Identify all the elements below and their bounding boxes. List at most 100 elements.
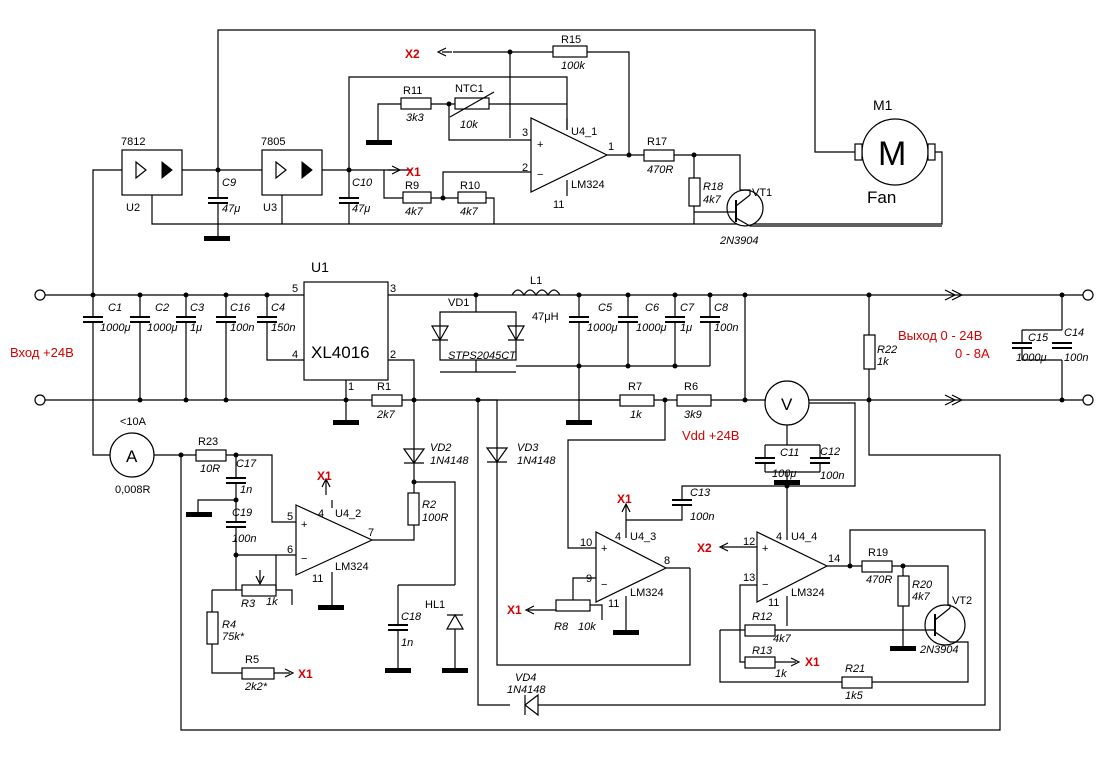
x1-label: X1 — [507, 603, 522, 617]
vd3-ref: VD3 — [517, 442, 539, 454]
pin-label: 11 — [768, 597, 779, 609]
c12-ref: C12 — [820, 446, 840, 458]
c6-ref: C6 — [645, 302, 660, 314]
diode-vd2 — [402, 448, 426, 465]
pin-label: 2 — [522, 162, 528, 174]
ntc-ref: NTC1 — [455, 83, 484, 95]
c6-val: 1000μ — [636, 322, 667, 334]
resistor-r19 — [861, 560, 893, 573]
c7-ref: C7 — [680, 302, 695, 314]
x1-label: X1 — [317, 469, 332, 483]
vd2-ref: VD2 — [430, 442, 451, 454]
plus-sign: + — [762, 543, 768, 555]
labels: 7812 U2 7805 U3 U1 XL4016 5 4 3 2 1 M1 M… — [10, 34, 1088, 702]
r20-ref: R20 — [912, 579, 933, 591]
c1-val: 1000μ — [100, 322, 131, 334]
opamp-u4-3 — [595, 531, 668, 603]
r5-ref: R5 — [245, 654, 259, 666]
wire-fan-supply — [217, 29, 858, 168]
opamp-part-label: LM324 — [335, 561, 369, 573]
opamp-u4-2 — [295, 504, 374, 576]
r12-val: 4k7 — [773, 633, 792, 645]
diode-vd3 — [485, 447, 509, 464]
r17-ref: R17 — [647, 136, 667, 148]
u1-chip-label: XL4016 — [311, 343, 370, 362]
vd1-part: STPS2045CT — [448, 350, 517, 362]
c9-val: 47μ — [222, 203, 240, 215]
r22-ref: R22 — [877, 344, 897, 356]
c8-val: 100n — [714, 322, 738, 334]
r15-ref: R15 — [561, 34, 581, 46]
input-capacitors — [83, 292, 304, 403]
c2-ref: C2 — [155, 302, 169, 314]
vd1-ref: VD1 — [448, 297, 469, 309]
resistor-r21 — [841, 676, 873, 689]
x1-label: X1 — [805, 655, 820, 669]
r18-val: 4k7 — [703, 194, 722, 206]
c17-val: 1n — [240, 484, 252, 496]
resistor-r11 — [400, 97, 432, 110]
r19-ref: R19 — [868, 547, 888, 559]
resistor-r1 — [371, 394, 403, 407]
c5-ref: C5 — [598, 302, 613, 314]
inductor-l1 — [511, 289, 561, 297]
resistor-r8 — [555, 599, 591, 612]
pin-label: 2 — [390, 349, 396, 361]
c1-ref: C1 — [108, 302, 122, 314]
pin-label: 3 — [522, 127, 528, 139]
input-label: Вход +24В — [10, 345, 74, 360]
voltage-control-section — [475, 397, 986, 717]
u2-ref-label: U2 — [126, 202, 140, 214]
r2-ref: R2 — [422, 499, 436, 511]
motor-ref-label: M1 — [873, 97, 893, 113]
c12-val: 100n — [820, 470, 844, 482]
r10-val: 4k7 — [460, 206, 479, 218]
c18-val: 1n — [401, 637, 413, 649]
opamp-ref-label: U4_4 — [791, 531, 817, 543]
minus-sign: − — [762, 579, 768, 591]
r7-val: 1k — [630, 409, 642, 421]
input-terminal-positive — [34, 289, 46, 301]
c19-ref: C19 — [232, 507, 252, 519]
r18-ref: R18 — [703, 181, 724, 193]
wire-u2-input — [92, 169, 122, 295]
vdd-label: Vdd +24В — [682, 428, 739, 443]
x2-label: X2 — [405, 47, 420, 61]
opamp-part-label: LM324 — [571, 179, 605, 191]
plus-sign: + — [301, 519, 307, 531]
power-section — [34, 281, 1094, 487]
c10-val: 47μ — [352, 203, 370, 215]
pin-label: 9 — [586, 573, 592, 585]
r11-ref: R11 — [403, 85, 422, 97]
pin-label: 13 — [743, 572, 755, 584]
minus-sign: − — [537, 169, 543, 181]
thermistor-ntc1 — [454, 97, 490, 110]
r5-val: 2k2* — [244, 681, 268, 693]
wire-ground-rail-top — [151, 151, 943, 225]
pin-label: 12 — [743, 536, 755, 548]
resistor-r6 — [676, 394, 712, 407]
input-terminal-negative — [34, 394, 46, 406]
r19-val: 470R — [866, 574, 892, 586]
r9-val: 4k7 — [405, 206, 424, 218]
vd2-part: 1N4148 — [430, 455, 469, 467]
voltmeter-symbol: V — [781, 395, 793, 414]
c15-val: 1000μ — [1016, 352, 1047, 364]
pin-label: 11 — [312, 573, 323, 585]
pin-label: 8 — [664, 555, 670, 567]
pin-label: 4 — [776, 531, 782, 543]
pin-label: 11 — [553, 199, 564, 211]
x2-label: X2 — [697, 541, 712, 555]
output-label-line1: Выход 0 - 24В — [898, 328, 982, 343]
c9-ref: C9 — [222, 177, 236, 189]
u2-type-label: 7812 — [121, 136, 145, 148]
c3-val: 1μ — [190, 322, 202, 334]
r17-val: 470R — [647, 164, 673, 176]
vt2-ref: VT2 — [952, 595, 972, 607]
r6-ref: R6 — [684, 381, 698, 393]
r1-ref: R1 — [377, 381, 391, 393]
l1-ref: L1 — [530, 275, 542, 287]
c8-ref: C8 — [714, 302, 729, 314]
pin-label: 6 — [287, 544, 293, 556]
c11-val: 100μ — [772, 468, 796, 480]
